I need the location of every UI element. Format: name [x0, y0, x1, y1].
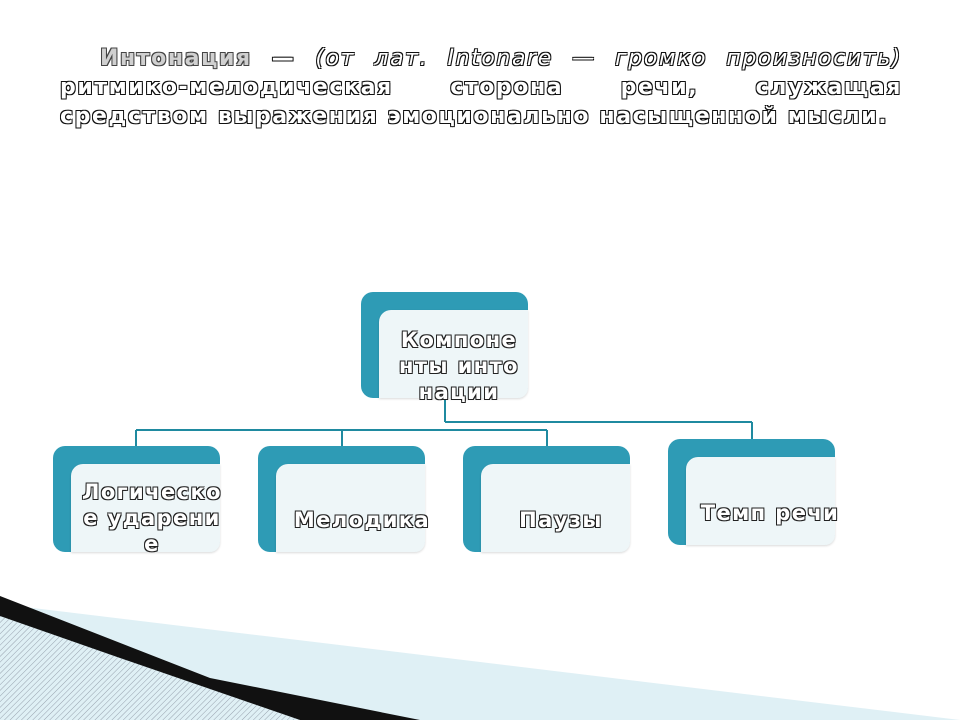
definition-body: ритмико-мелодическая сторона речи, служа…	[60, 75, 902, 129]
node-label-speech-tempo: Темп речи	[700, 501, 840, 525]
diagram-node-root: Компоненты интонации	[361, 292, 528, 404]
node-label-root: Компоненты интонации	[398, 328, 519, 404]
definition-etymology: (от лат. Intonare — громко произносить)	[315, 46, 902, 71]
definition-text: Интонация — (от лат. Intonare — громко п…	[60, 44, 902, 131]
diagram-node-melody: Мелодика	[258, 446, 429, 552]
definition-term: Интонация	[100, 46, 252, 71]
node-label-melody: Мелодика	[293, 508, 431, 532]
definition-dash: —	[251, 46, 316, 71]
node-label-logical-stress: Логическое ударение	[82, 480, 222, 556]
deco-hatched-overlay	[0, 616, 300, 720]
diagram-node-pauses: Паузы	[463, 446, 630, 552]
corner-decoration	[0, 596, 960, 720]
node-label-pauses: Паузы	[519, 508, 603, 532]
diagram-node-logical-stress: Логическое ударение	[53, 446, 221, 556]
diagram-node-speech-tempo: Темп речи	[668, 439, 838, 545]
